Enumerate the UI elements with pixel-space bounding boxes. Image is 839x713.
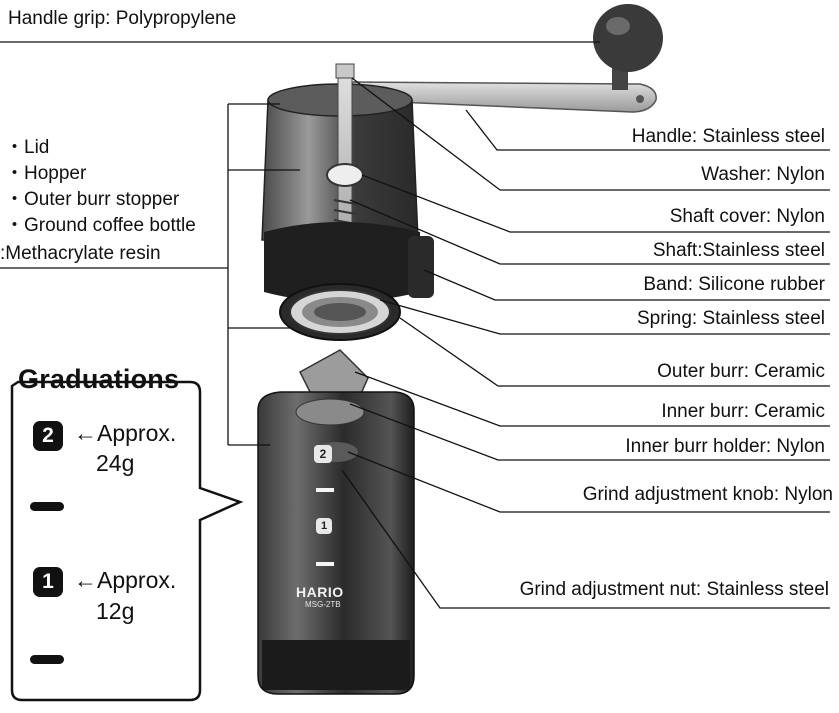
handle-grip-label: Handle grip: Polypropylene [8,8,237,29]
band-label: Band: Silicone rubber [643,274,825,295]
outer-burr-ring [279,283,401,341]
shaft-cover-label: Shaft cover: Nylon [669,206,825,227]
resin-item-hopper: ・Hopper [5,163,87,184]
graduation-2-weight: 24g [96,450,135,476]
product-mark-1: 1 [316,518,332,534]
graduation-badge-1: 1 [33,567,63,597]
grind-knob-label: Grind adjustment knob: Nylon [582,484,833,505]
graduation-badge-2: 2 [33,421,63,451]
graduation-1-approx: ←Approx. [74,567,177,593]
brand-logo: HARIO [296,584,344,600]
resin-item-ground-coffee-bottle: ・Ground coffee bottle [5,215,196,236]
graduation-dash-upper [30,502,64,511]
graduations-title: Graduations [18,364,180,394]
outer-burr-label: Outer burr: Ceramic [657,361,825,382]
band [264,222,434,302]
resin-item-outer-burr-stopper: ・Outer burr stopper [5,189,180,210]
grind-nut-label: Grind adjustment nut: Stainless steel [519,579,829,600]
handle-grip-knob [593,4,663,90]
washer-label: Washer: Nylon [701,164,825,185]
leader-lines [0,41,830,609]
graduation-dash-lower [30,655,64,664]
resin-bracket [0,103,300,446]
handle-label: Handle: Stainless steel [631,126,825,147]
graduations-callout [10,380,244,702]
shaft-label: Shaft:Stainless steel [652,240,825,261]
handle-arm [344,81,657,113]
resin-material: :Methacrylate resin [0,243,161,264]
model-number: MSG-2TB [305,600,341,609]
inner-burr-holder-label: Inner burr holder: Nylon [625,436,825,457]
graduation-1-weight: 12g [96,598,135,624]
inner-burr-label: Inner burr: Ceramic [661,401,825,422]
spring-label: Spring: Stainless steel [637,308,825,329]
resin-item-lid: ・Lid [5,137,50,158]
ground-coffee-bottle [257,391,415,695]
graduation-2-approx: ←Approx. [74,420,177,446]
product-mark-2: 2 [314,445,332,463]
